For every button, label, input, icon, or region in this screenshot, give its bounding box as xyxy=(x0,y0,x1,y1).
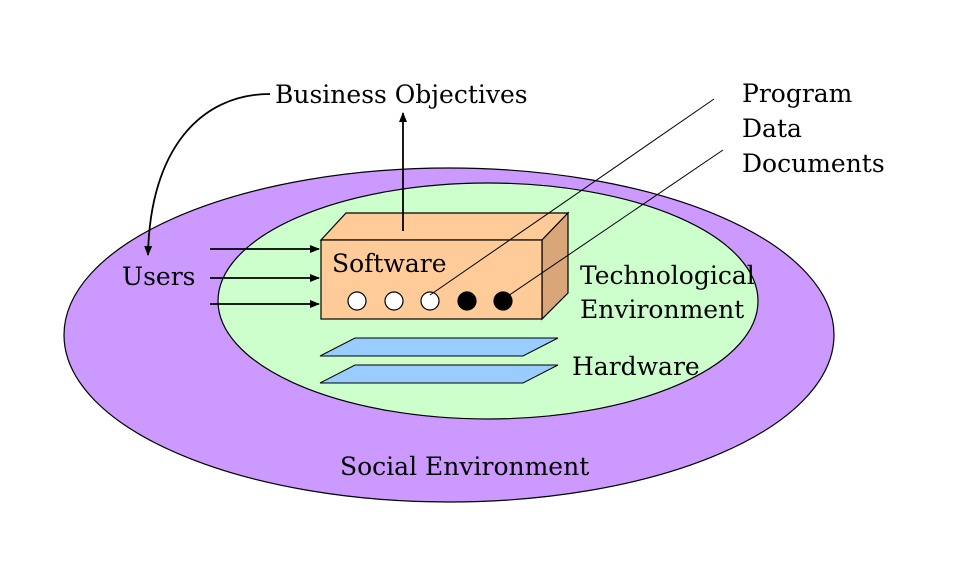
software-indicator-filled-2 xyxy=(493,291,513,311)
documents-leader-line xyxy=(507,149,724,297)
software-indicator-open-2 xyxy=(384,291,404,311)
objectives-to-users-arrow xyxy=(144,93,271,256)
hardware-label: Hardware xyxy=(572,352,700,381)
software-indicator-open-1 xyxy=(347,291,367,311)
software-box-top xyxy=(319,212,570,241)
business-objectives-label: Business Objectives xyxy=(275,80,528,109)
software-indicator-filled-1 xyxy=(457,291,477,311)
hardware-layer-bottom xyxy=(319,364,559,384)
software-indicator-open-3 xyxy=(420,291,440,311)
social-environment-label: Social Environment xyxy=(340,452,589,481)
program-label: Program xyxy=(742,79,853,108)
technological-environment-label-line1: Technological xyxy=(580,261,755,290)
documents-label: Documents xyxy=(742,149,885,178)
users-label: Users xyxy=(122,262,195,291)
program-leader-line xyxy=(429,98,715,296)
software-label: Software xyxy=(332,249,447,278)
data-label: Data xyxy=(742,114,802,143)
hardware-layer-top xyxy=(319,337,559,357)
technological-environment-label-line2: Environment xyxy=(580,295,744,324)
